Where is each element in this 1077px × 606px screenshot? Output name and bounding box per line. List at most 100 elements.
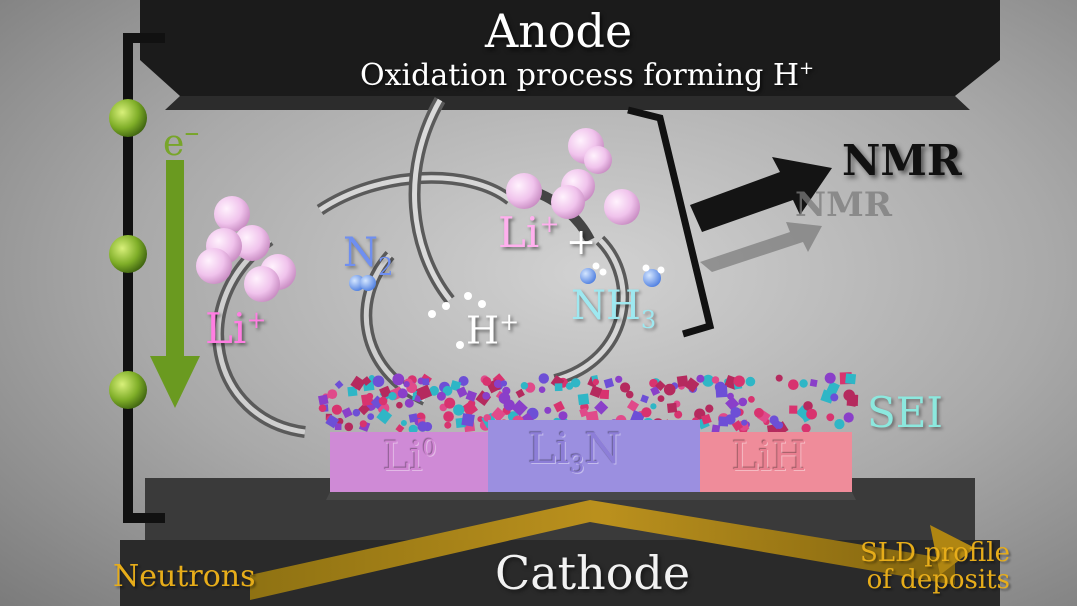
sei-grain: [826, 381, 840, 395]
sei-grain: [731, 420, 744, 432]
anode-electrode: [140, 0, 1000, 110]
sei-grain: [711, 424, 721, 434]
sei-grain: [408, 424, 418, 434]
sei-grain: [359, 420, 367, 428]
sei-label: SEI: [867, 388, 944, 437]
sei-grain: [577, 393, 590, 406]
sei-grain: [666, 402, 678, 413]
sei-grain: [806, 408, 817, 420]
sei-grain: [803, 401, 813, 411]
li-ion-sphere: [551, 185, 585, 219]
sei-grain: [458, 376, 469, 386]
li-ion-label-left: Li+: [205, 304, 267, 353]
li-ion-sphere: [506, 173, 542, 209]
sei-grain: [824, 372, 836, 384]
nmr-label: NMR: [842, 136, 962, 185]
sei-grain: [500, 380, 508, 387]
reaction-cycle-arcs: [212, 97, 630, 438]
sei-grain: [461, 400, 479, 417]
sei-grain: [834, 419, 845, 430]
li-ion-sphere: [196, 248, 232, 284]
sei-grain: [465, 390, 478, 402]
sei-grain: [603, 377, 615, 389]
sei-grain: [730, 407, 741, 418]
nmr-ghost-label: NMR: [795, 185, 892, 225]
sei-layer: [318, 372, 859, 436]
sei-grain: [620, 382, 631, 393]
sei-grain: [456, 386, 468, 398]
li3n-deposit-label: Li3N: [528, 424, 622, 479]
sei-grain: [334, 380, 344, 389]
sei-grain: [615, 375, 623, 383]
sei-grain: [700, 413, 712, 425]
sei-grain: [801, 423, 811, 433]
li-ion-cluster-left: [196, 196, 296, 302]
sei-grain: [443, 411, 454, 422]
sei-grain: [511, 399, 528, 417]
sei-grain: [493, 379, 503, 389]
sei-grain: [450, 380, 462, 392]
neutron-beam: [250, 500, 975, 600]
li-ion-sphere: [234, 225, 270, 261]
li-ion-sphere: [604, 189, 640, 225]
sei-grain: [788, 379, 799, 391]
sei-grain: [845, 373, 857, 385]
sei-grain: [515, 388, 525, 399]
sei-grain: [640, 394, 649, 404]
sei-grain: [843, 389, 855, 402]
sei-grain: [843, 412, 854, 423]
sei-grain: [820, 389, 835, 404]
electron-sphere: [109, 371, 147, 409]
sld-profile-label: SLD profile of deposits: [860, 538, 1010, 596]
sei-grain: [714, 381, 726, 393]
electron-sphere: [109, 235, 147, 273]
sei-grain: [538, 373, 549, 384]
sei-grain: [331, 404, 342, 415]
sei-grain: [589, 385, 603, 399]
li-ion-cluster-right: [506, 128, 640, 225]
sei-grain: [625, 390, 634, 399]
sei-grain: [416, 384, 433, 401]
external-circuit-wire: [123, 33, 165, 523]
sei-grain: [482, 392, 491, 400]
sei-grain: [361, 393, 374, 407]
sei-grain: [733, 375, 745, 387]
sei-grain: [650, 385, 661, 396]
nmr-bracket: [627, 106, 715, 338]
sei-grain: [388, 392, 397, 401]
sei-grain: [657, 395, 665, 402]
sei-grain: [641, 407, 652, 418]
sei-grain: [684, 377, 700, 393]
sei-grain: [436, 391, 446, 401]
li-ion-sphere: [584, 146, 612, 174]
sei-grain: [748, 396, 755, 403]
sei-grain: [483, 414, 492, 422]
li-ion-label-right: Li+: [498, 208, 560, 257]
sei-grain: [378, 396, 388, 406]
li-ion-sphere: [214, 196, 250, 232]
sei-grain: [392, 373, 405, 386]
sei-grain: [789, 405, 798, 414]
neutrons-label: Neutrons: [113, 559, 256, 594]
sei-grain: [553, 400, 565, 413]
sei-grain: [544, 406, 552, 414]
sei-grain: [372, 375, 385, 388]
sei-grain: [538, 386, 546, 394]
sei-grain: [571, 378, 581, 388]
sei-grain: [663, 383, 676, 396]
sei-grain: [809, 379, 818, 387]
sei-grain: [397, 388, 408, 399]
sei-grain: [341, 407, 353, 419]
n2-molecule: [349, 275, 376, 291]
sei-grain: [327, 389, 338, 399]
sei-grain: [350, 375, 366, 391]
sei-grain: [318, 404, 327, 413]
electron-flow-arrow: [150, 160, 200, 408]
sei-grain: [396, 401, 403, 409]
sei-grain: [592, 378, 599, 386]
nh3-label: NH3: [571, 283, 657, 334]
sei-grain: [325, 414, 340, 429]
sei-grain: [558, 411, 568, 421]
sei-grain: [775, 421, 784, 429]
